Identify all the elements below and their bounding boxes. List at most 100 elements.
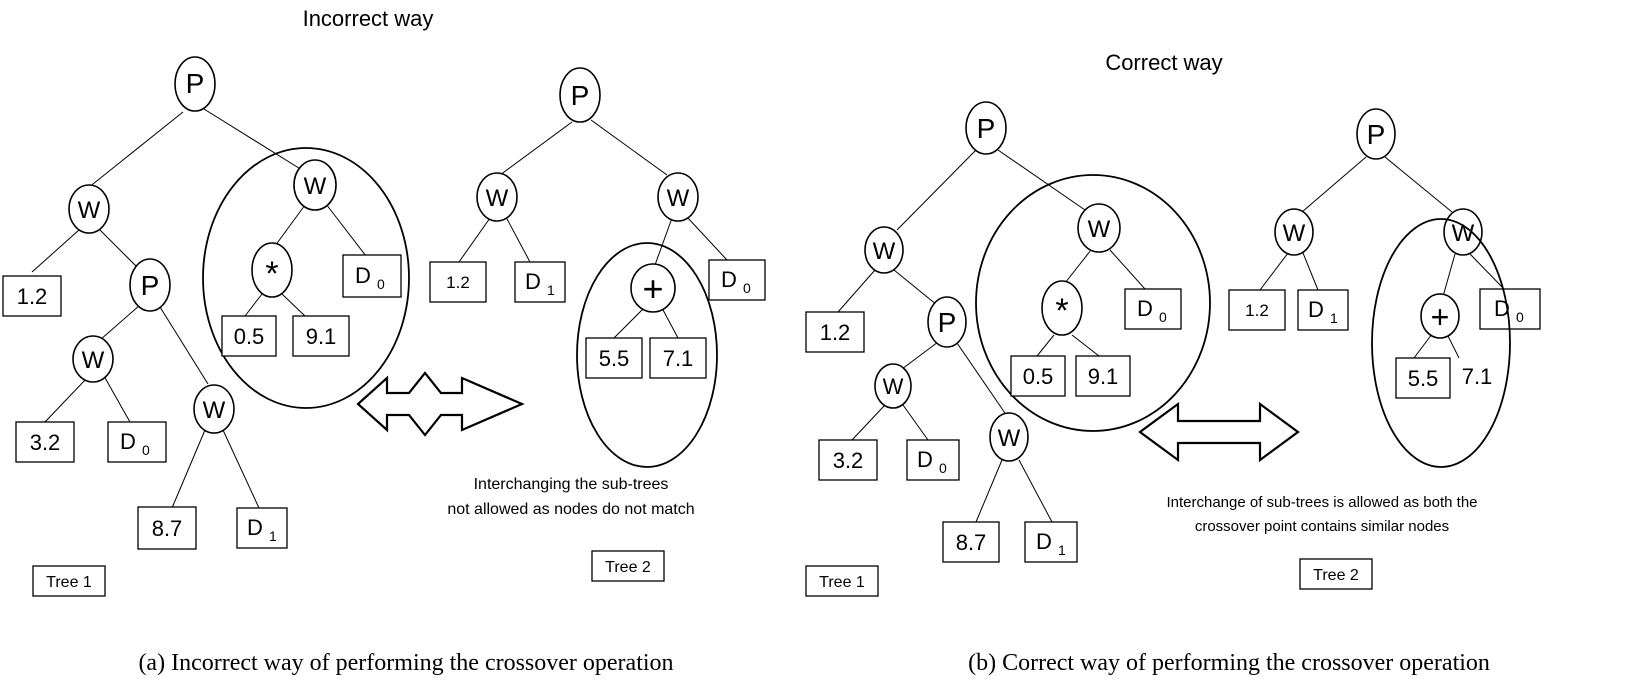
plus-node — [630, 263, 676, 313]
leaf-value — [585, 337, 643, 379]
subscript: 0 — [377, 276, 385, 292]
node-label: W — [82, 347, 105, 374]
leaf-label: 7.1 — [663, 346, 694, 371]
p-node — [927, 296, 967, 348]
leaf-label: D — [120, 429, 136, 454]
leaf-label: 1.2 — [17, 284, 48, 309]
leaf-label: D — [525, 269, 541, 294]
leaf-d1 — [1024, 521, 1078, 563]
leaf-d1 — [1297, 289, 1349, 331]
leaf-d0 — [1124, 288, 1182, 330]
root-p-node — [1356, 108, 1396, 160]
leaf-label: D — [355, 263, 371, 288]
node-label: W — [883, 374, 904, 399]
tree1-label-box — [805, 565, 879, 597]
leaf-label: 9.1 — [306, 324, 337, 349]
w-node — [293, 159, 337, 211]
panel-a-note-line1: Interchanging the sub-trees — [474, 476, 669, 493]
leaf-value — [942, 521, 1000, 563]
root-p-node — [174, 56, 216, 112]
node-label: W — [1283, 220, 1306, 247]
node-label: + — [642, 268, 663, 309]
tree1-label: Tree 1 — [46, 574, 92, 591]
leaf-d0 — [906, 439, 960, 481]
leaf-d1 — [236, 507, 288, 549]
leaf-label: 8.7 — [956, 530, 987, 555]
panel-a-tree2: P W W 1.2 D 1 D 0 + 5.5 7.1 Tree 2 — [429, 67, 766, 582]
subscript: 0 — [1516, 309, 1524, 325]
w-node — [874, 363, 912, 409]
subscript: 1 — [547, 282, 555, 298]
node-label: P — [938, 307, 957, 338]
leaf-d0 — [107, 421, 167, 463]
leaf-value — [221, 315, 277, 357]
node-label: P — [1367, 119, 1386, 150]
panel-b-caption: (b) Correct way of performing the crosso… — [968, 650, 1490, 676]
leaf-label: 1.2 — [1245, 301, 1269, 320]
panel-a-tree1-edges — [31, 108, 367, 509]
leaf-label: 5.5 — [599, 346, 630, 371]
leaf-label: 0.5 — [1023, 364, 1054, 389]
subscript: 0 — [142, 442, 150, 458]
leaf-value — [1228, 289, 1286, 331]
crossover-subtree-outline — [202, 147, 410, 409]
panel-a-caption: (a) Incorrect way of performing the cros… — [138, 650, 673, 676]
node-label: W — [667, 185, 690, 212]
leaf-value — [649, 337, 707, 379]
leaf-value — [137, 506, 197, 550]
root-p-node — [965, 101, 1007, 155]
leaf-label: D — [721, 267, 737, 292]
panel-b-tree1: P W 1.2 P W 3.2 D 0 W 8.7 D 1 W — [805, 101, 1211, 597]
tree2-label-box — [1299, 558, 1373, 590]
node-label: P — [977, 113, 996, 144]
tree2-label: Tree 2 — [605, 559, 651, 576]
node-label: W — [304, 173, 327, 200]
node-label: W — [78, 197, 101, 224]
w-node — [193, 384, 235, 434]
leaf-label: 3.2 — [30, 430, 61, 455]
tree2-label-box — [591, 550, 665, 582]
w-node — [1274, 208, 1314, 256]
node-label: W — [1088, 216, 1111, 243]
p-node — [129, 258, 171, 312]
panel-a-tree1: P W 1.2 P W 3.2 D 0 W 8.7 D 1 W — [2, 56, 410, 597]
leaf-label: D — [1036, 529, 1052, 554]
leaf-label: 3.2 — [833, 448, 864, 473]
double-arrow-icon — [1138, 401, 1300, 463]
node-label: W — [486, 185, 509, 212]
crossover-subtree-outline — [975, 174, 1211, 432]
node-label: W — [998, 425, 1021, 452]
w-node — [476, 172, 518, 222]
w-node — [864, 226, 904, 274]
leaf-label: D — [917, 447, 933, 472]
leaf-label: 7.1 — [1462, 364, 1493, 389]
subscript: 1 — [269, 528, 277, 544]
leaf-value — [818, 439, 878, 481]
subscript: 0 — [743, 280, 751, 296]
leaf-label: D — [1308, 297, 1324, 322]
leaf-value — [292, 315, 350, 357]
tree1-label-box — [32, 565, 106, 597]
node-label: P — [141, 270, 160, 301]
tree2-label: Tree 2 — [1313, 567, 1359, 584]
leaf-label: D — [1137, 296, 1153, 321]
node-label: + — [1431, 299, 1450, 335]
w-node — [68, 184, 110, 234]
subscript: 0 — [1159, 309, 1167, 325]
leaf-label: 1.2 — [446, 273, 470, 292]
panel-a-note-line2: not allowed as nodes do not match — [447, 501, 694, 518]
leaf-label: 9.1 — [1088, 364, 1119, 389]
w-node — [657, 172, 699, 222]
node-label: * — [1055, 292, 1068, 330]
leaf-d1 — [514, 261, 566, 303]
plus-node — [1420, 293, 1460, 339]
tree1-label: Tree 1 — [819, 574, 865, 591]
panel-b-note-line1: Interchange of sub-trees is allowed as b… — [1166, 494, 1477, 511]
crossed-arrow-icon — [356, 371, 525, 437]
leaf-d0 — [342, 254, 402, 298]
crossover-subtree-outline — [1371, 218, 1511, 468]
leaf-value — [2, 275, 62, 317]
panel-b-note-line2: crossover point contains similar nodes — [1195, 518, 1449, 535]
node-label: W — [873, 238, 896, 265]
